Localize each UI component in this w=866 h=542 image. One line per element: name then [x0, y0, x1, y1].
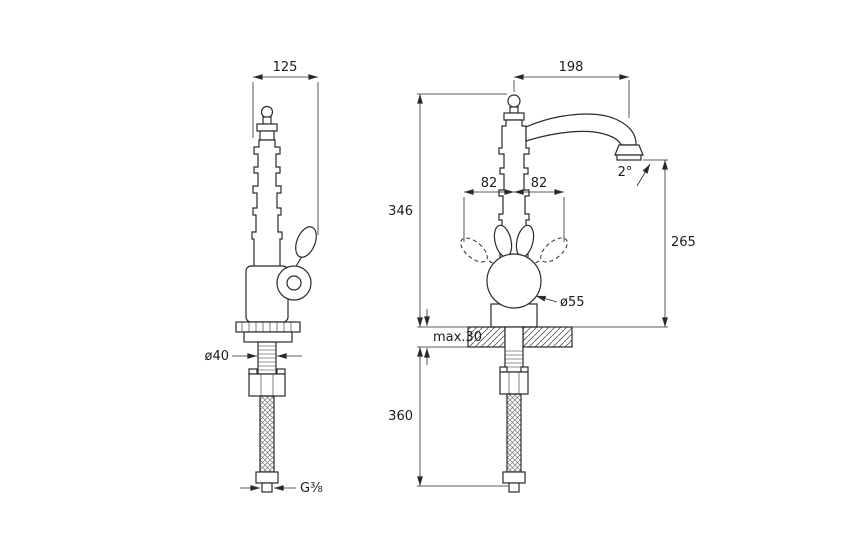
dim-spout-reach: 198 [513, 60, 630, 118]
side-nut-ear-left [248, 368, 258, 375]
side-handle-knob [295, 226, 317, 258]
side-supply-hose [259, 395, 275, 473]
front-nut-ear-right [520, 366, 529, 373]
side-flange-lower [243, 331, 293, 343]
dim-overall-height-label: 346 [388, 204, 413, 219]
side-handle-boss-cap [286, 275, 302, 291]
front-locknut-grooves [508, 372, 520, 394]
deck-section-right [522, 326, 573, 348]
dim-handle-spread: 82 82 [463, 176, 565, 242]
side-column [251, 139, 283, 270]
front-spout [525, 113, 637, 148]
dim-hose-length-label: 360 [388, 409, 413, 424]
dim-thread-label: G⅜ [300, 481, 323, 496]
front-finial-cap [503, 112, 525, 121]
side-finial-neck [262, 116, 272, 125]
front-spout-outlet [614, 144, 644, 156]
dim-spout-reach-label: 198 [559, 60, 584, 75]
dim-deck-thickness: max.30 [417, 309, 482, 365]
dim-outlet-angle: 2° [618, 163, 651, 187]
dim-side-width-label: 125 [273, 60, 298, 75]
dim-outlet-angle-label: 2° [618, 165, 633, 180]
front-hose-connector [508, 482, 520, 493]
side-flange-knurl [241, 322, 292, 332]
front-locknut [499, 371, 529, 395]
dimensions: 125 ø40 G⅜ 198 346 [205, 60, 696, 496]
front-handle-right-phantom [540, 237, 568, 263]
front-spout-aerator [616, 154, 642, 161]
side-finial-taper [259, 130, 275, 141]
dim-overall-height: 346 [388, 93, 507, 328]
front-hose-fitting [502, 471, 526, 484]
side-nut-ear-right [276, 368, 286, 375]
dim-body-diameter-label: ø55 [560, 295, 585, 310]
front-view [460, 94, 644, 493]
side-finial-cap [256, 123, 278, 132]
side-hose-connector [261, 482, 273, 493]
side-flange-upper [235, 321, 301, 333]
side-finial-ball [260, 105, 274, 119]
front-shank [504, 326, 524, 373]
dim-deck-thickness-label: max.30 [433, 330, 482, 345]
dim-body-diameter: ø55 [535, 295, 585, 310]
side-hose-fitting [255, 471, 279, 484]
dim-hose-length: 360 [388, 347, 508, 487]
dim-handle-left-label: 82 [481, 176, 498, 191]
side-locknut-grooves [260, 374, 274, 396]
dim-shank-diameter: ø40 [205, 349, 302, 364]
front-finial-ball [507, 94, 521, 108]
dim-handle-right-label: 82 [531, 176, 548, 191]
dim-outlet-height-label: 265 [671, 235, 696, 250]
front-shank-threads [505, 350, 523, 368]
front-body [486, 253, 542, 309]
dim-thread: G⅜ [240, 481, 323, 496]
front-handle-left-phantom [460, 237, 488, 263]
front-finial-neck [509, 106, 519, 114]
front-nut-ear-left [499, 366, 508, 373]
side-shank-threads [258, 345, 276, 371]
side-locknut [248, 373, 286, 397]
dim-side-width: 125 [252, 60, 319, 235]
front-supply-hose [506, 393, 522, 473]
dim-outlet-height: 265 [572, 159, 696, 328]
dim-shank-diameter-label: ø40 [205, 349, 230, 364]
side-view [235, 105, 317, 493]
